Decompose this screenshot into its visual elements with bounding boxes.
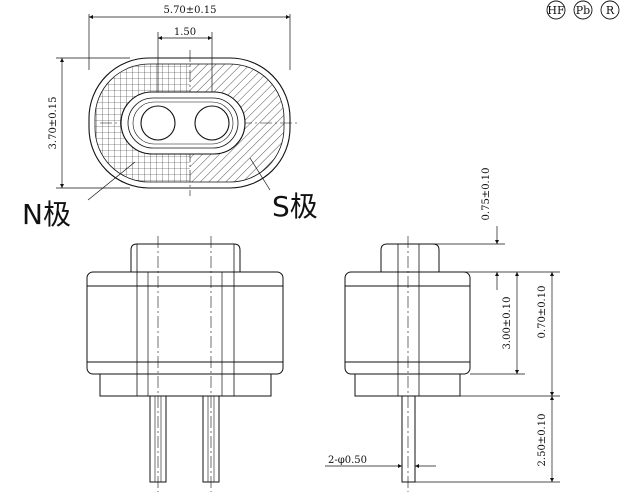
pb-mark-icon: [573, 0, 593, 20]
base-height-dimension: 0.70±0.10: [537, 286, 548, 339]
r-mark-label: R: [606, 4, 615, 17]
certification-marks: HF Pb R: [546, 0, 620, 20]
pin-diameter-dimension: 2-φ0.50: [328, 455, 367, 466]
pb-mark-label: Pb: [576, 4, 590, 17]
side-view: [325, 226, 560, 492]
body-height-dimension: 3.00±0.10: [502, 297, 513, 350]
r-mark-icon: [600, 0, 620, 20]
cap-height-dimension: 0.75±0.10: [481, 168, 492, 221]
pin-length-dimension: 2.50±0.10: [537, 414, 548, 467]
s-pole-label: S极: [272, 190, 318, 223]
pin-hole-right: [194, 105, 230, 141]
width-dimension: 5.70±0.15: [164, 5, 217, 16]
n-pole-label: N极: [22, 198, 71, 231]
magnet-outline: [88, 57, 291, 189]
hf-mark-icon: [546, 0, 566, 20]
pin-hole-left: [140, 105, 176, 141]
top-view: [56, 14, 300, 201]
hf-mark-label: HF: [547, 4, 565, 17]
side-pin: [401, 395, 416, 483]
front-view: [86, 236, 284, 492]
pitch-dimension: 1.50: [174, 27, 196, 38]
height-dimension: 3.70±0.15: [48, 97, 59, 150]
